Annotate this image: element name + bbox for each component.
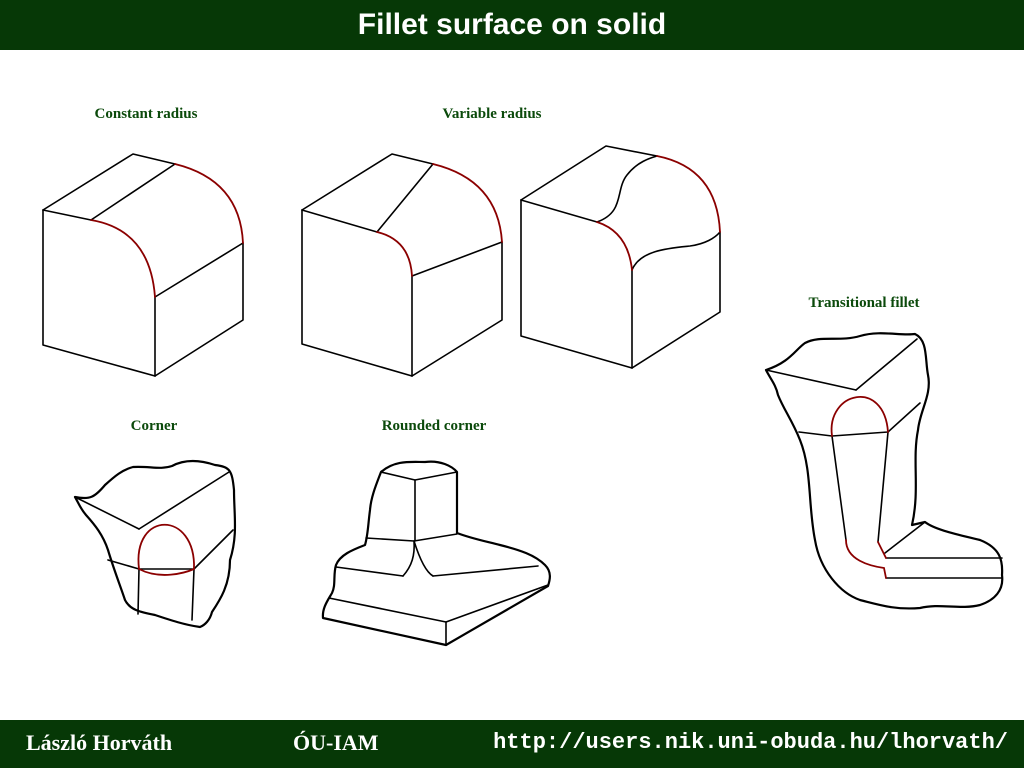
- corner-part: [73, 459, 237, 629]
- label-variable-radius: Variable radius: [442, 106, 542, 122]
- footer-bar: László Horváth ÓU-IAM http://users.nik.u…: [0, 720, 1024, 768]
- footer-institution: ÓU-IAM: [293, 730, 379, 755]
- transitional-fillet-part: [764, 332, 1004, 610]
- rounded-corner-part: [321, 460, 551, 647]
- footer-author: László Horváth: [26, 730, 173, 755]
- label-rounded-corner: Rounded corner: [381, 418, 487, 434]
- constant-radius-block: [42, 153, 244, 377]
- variable-radius-block-a: [301, 153, 503, 377]
- footer-url[interactable]: http://users.nik.uni-obuda.hu/lhorvath/: [493, 730, 1008, 755]
- label-constant-radius: Constant radius: [94, 106, 198, 122]
- slide-title: Fillet surface on solid: [357, 8, 667, 41]
- title-bar: Fillet surface on solid: [0, 0, 1024, 50]
- label-corner: Corner: [130, 418, 178, 434]
- variable-radius-block-b: [520, 145, 721, 369]
- label-transitional-fillet: Transitional fillet: [808, 295, 920, 311]
